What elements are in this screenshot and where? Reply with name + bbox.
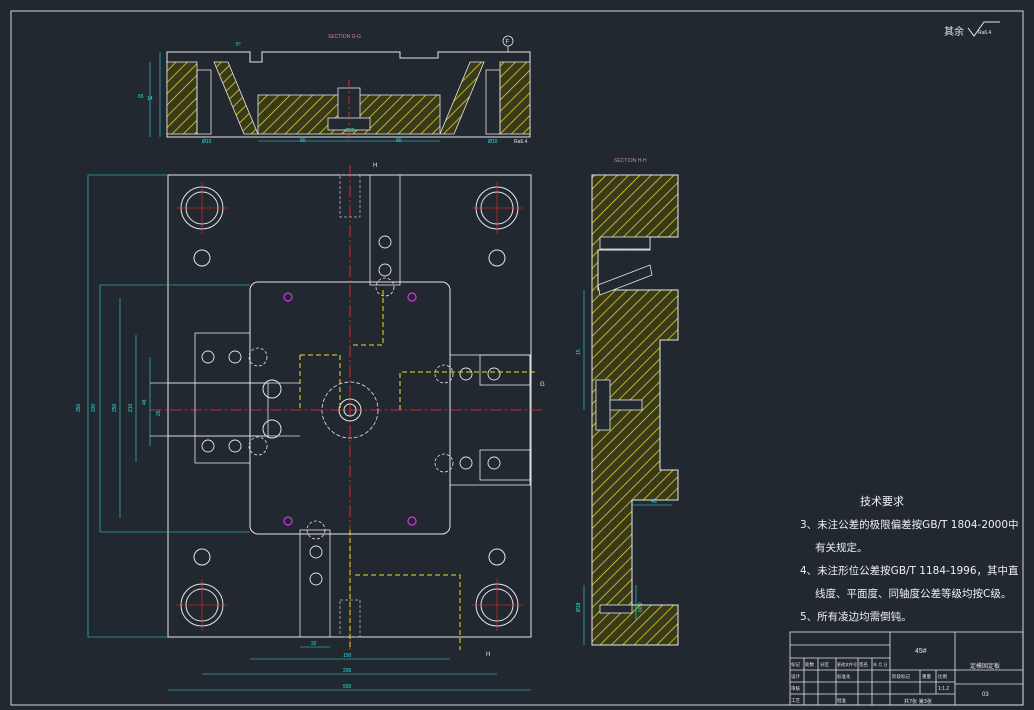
section-g-title: SECTION G-G: [328, 34, 361, 40]
hdr-zone: 分区: [820, 661, 829, 668]
lbl-design: 设计: [791, 673, 800, 680]
dim-plan-210: 210: [128, 403, 134, 412]
marker-g: G: [540, 382, 545, 388]
note-line-4: 线度、平面度、同轴度公差等级均按C级。: [815, 587, 1011, 600]
dim-plan-46: 46: [142, 399, 148, 405]
note-line-1: 3、未注公差的极限偏差按GB/T 1804-2000中: [800, 518, 1019, 531]
datum-f: F: [506, 40, 510, 46]
marker-h-top: H: [373, 163, 377, 169]
note-line-2: 有关规定。: [815, 541, 868, 554]
note-line-3: 4、未注形位公差按GB/T 1184-1996，其中直: [800, 564, 1019, 577]
part-name: 定模固定板: [970, 662, 1000, 670]
roughness-value: Ra6.4: [978, 30, 992, 36]
dim-top-angle: 5°: [236, 42, 241, 48]
marker-h-bottom: H: [486, 652, 490, 658]
hdr-sign: 签名: [859, 661, 868, 668]
section-h-title: SECTION H-H: [614, 158, 647, 164]
dim-right-60: 60.2: [638, 602, 644, 612]
sheet-info: 共7张 第3张: [904, 698, 932, 705]
dim-right-d18: Ø18: [576, 602, 582, 612]
material: 45#: [915, 648, 927, 655]
dim-top-d10a: Ø10: [202, 139, 212, 145]
plan-view: H H G 350 330 250 210 46 26 550 296 150 …: [76, 163, 545, 691]
dim-top-65: 65: [138, 94, 144, 100]
lbl-weight: 重量: [922, 673, 931, 680]
hdr-count: 处数: [805, 661, 814, 668]
dim-plan-296: 296: [343, 668, 352, 674]
dim-plan-350: 350: [76, 403, 82, 412]
dim-plan-250: 250: [112, 403, 118, 412]
dim-top-90b: 90: [396, 138, 402, 144]
hdr-date: 年 月 日: [873, 661, 888, 667]
hdr-mark: 标记: [791, 661, 800, 668]
dim-top-d10b: Ø10: [488, 139, 498, 145]
hdr-change: 更改文件号: [837, 661, 857, 667]
technical-notes: 技术要求 3、未注公差的极限偏差按GB/T 1804-2000中 有关规定。 4…: [800, 495, 1019, 623]
dim-plan-550: 550: [343, 684, 352, 690]
dim-plan-150: 150: [343, 653, 352, 659]
title-block: [789, 631, 1024, 706]
dim-right-15: 15: [576, 349, 582, 355]
section-h-view: SECTION H-H 15 40 Ø18 60.2: [576, 158, 679, 646]
title-block-text: 45# 定模固定板 03 1:1.2 共7张 第3张 标记 处数 分区 更改文件…: [791, 648, 1000, 705]
lbl-review: 审核: [791, 685, 800, 692]
dim-top-ra: Ra6.4: [514, 139, 528, 145]
lbl-approve: 批准: [837, 697, 846, 704]
drawing-frame: [10, 10, 1024, 706]
roughness-prefix: 其余: [944, 25, 964, 38]
notes-heading: 技术要求: [860, 495, 904, 508]
section-g-view: SECTION G-G 65 14 90 90 Ø32 5° Ø10 Ø10 R…: [138, 34, 531, 145]
dim-top-32: Ø32: [345, 128, 355, 134]
dim-plan-32: 32: [311, 641, 317, 647]
roughness-symbol: 其余 Ra6.4: [944, 21, 1000, 38]
dim-right-40: 40: [651, 499, 657, 505]
lbl-scale: 比例: [938, 673, 947, 680]
dim-plan-26: 26: [156, 410, 162, 416]
drawing-number: 03: [982, 692, 989, 698]
dim-top-14: 14: [147, 96, 153, 102]
lbl-standard: 标准化: [837, 673, 851, 680]
dim-top-90a: 90: [300, 138, 306, 144]
lbl-process: 工艺: [791, 698, 800, 704]
lbl-stage: 阶段标记: [892, 673, 910, 680]
dim-plan-330: 330: [91, 403, 97, 412]
scale: 1:1.2: [938, 686, 949, 692]
note-line-5: 5、所有凌边均需倒钝。: [800, 610, 912, 623]
